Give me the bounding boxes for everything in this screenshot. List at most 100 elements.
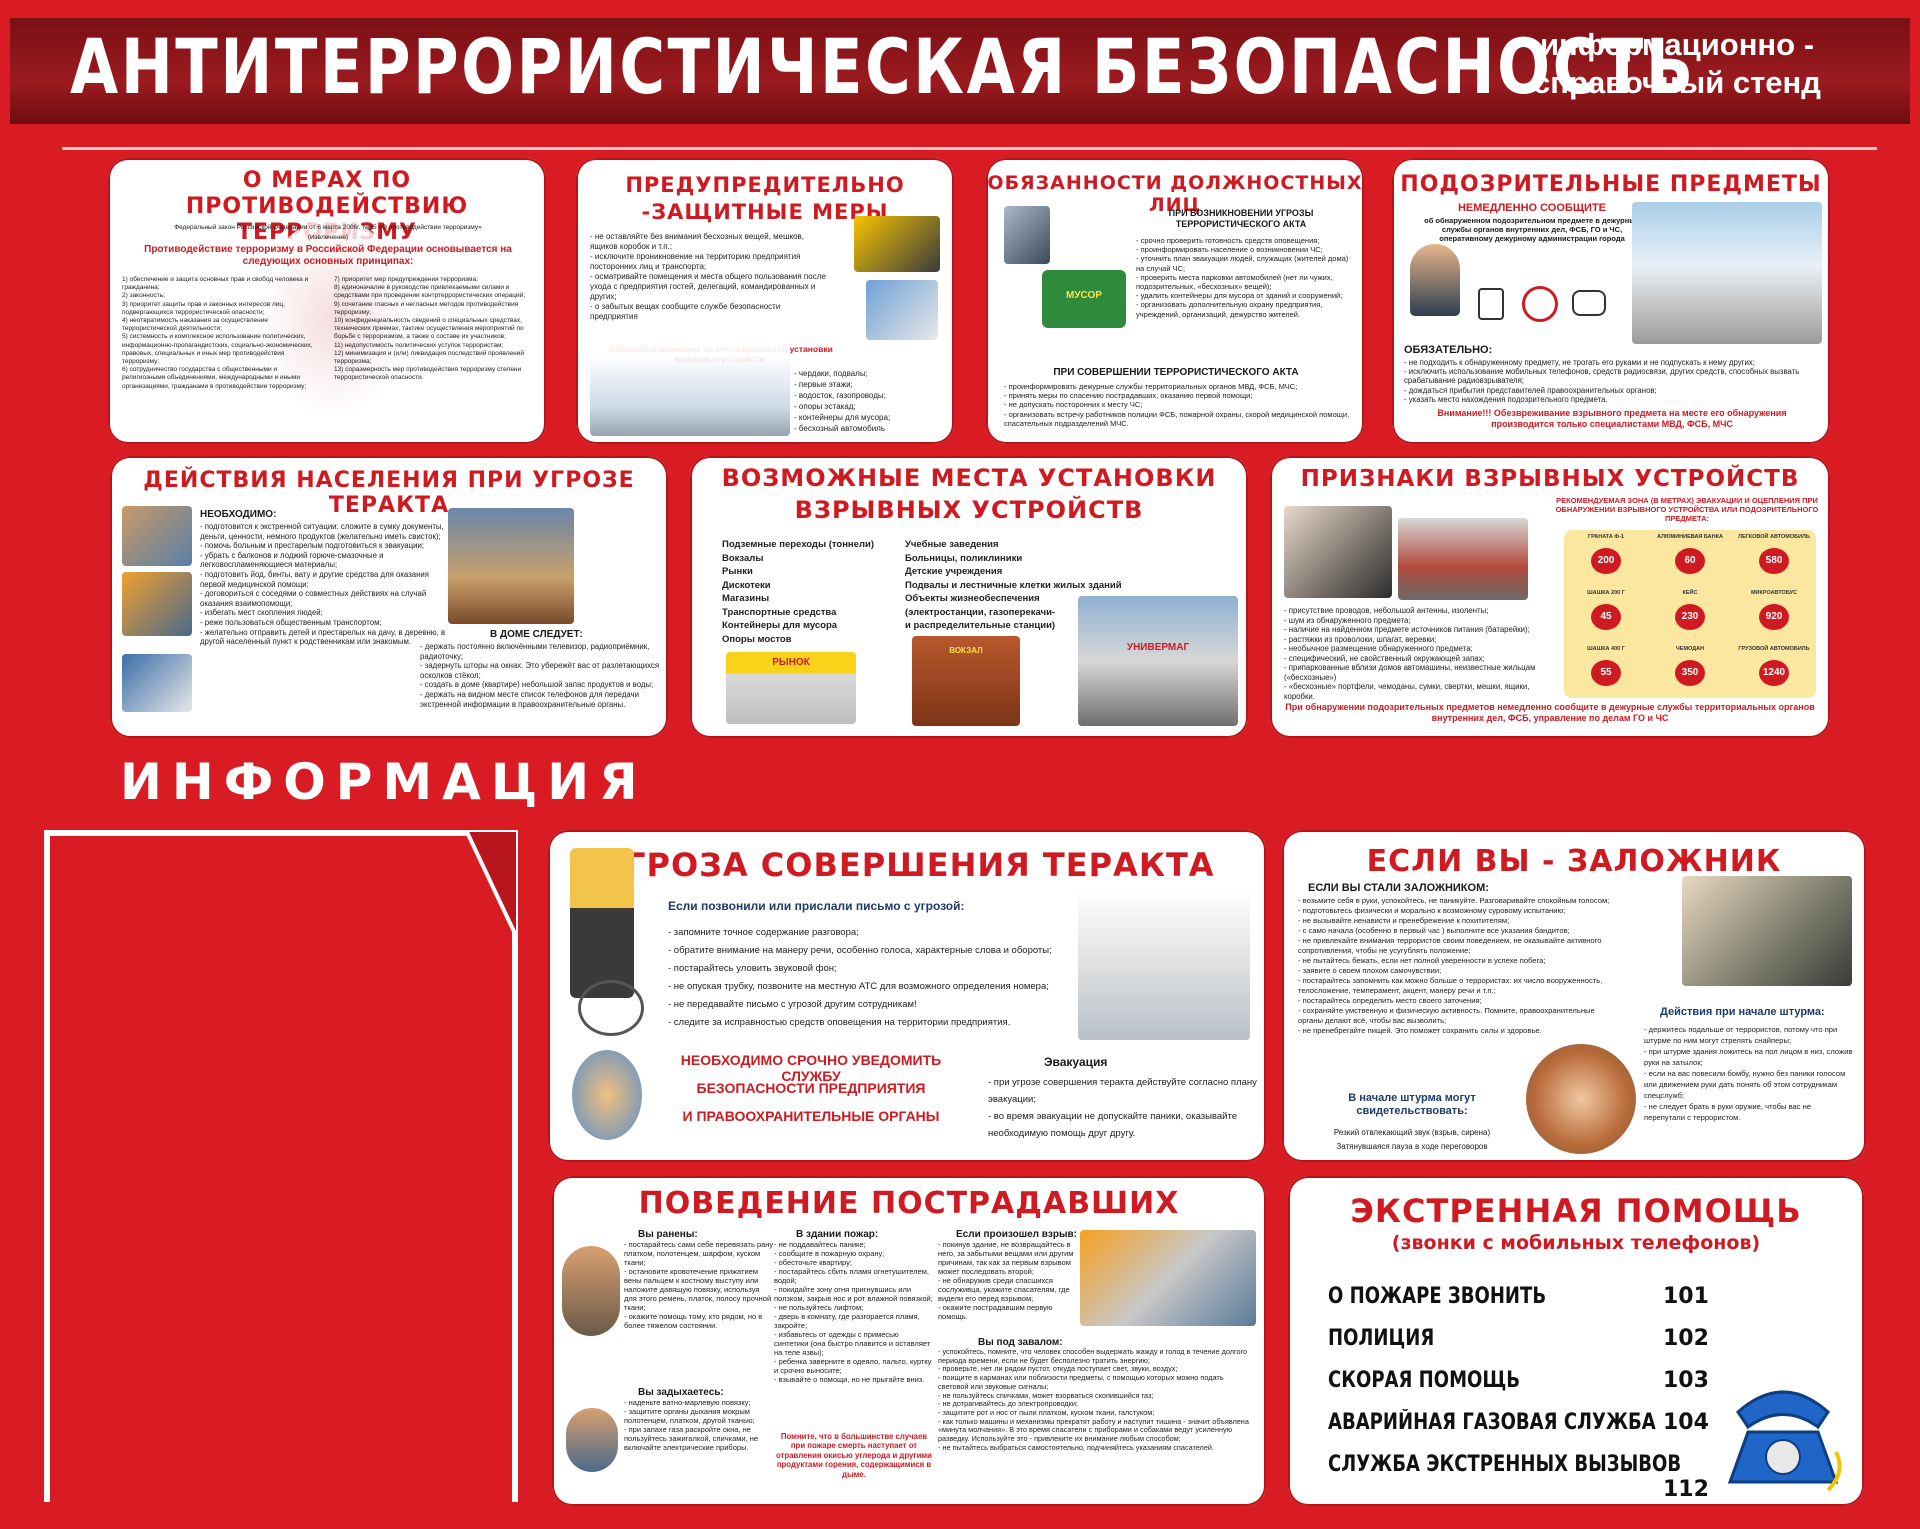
- fire-note: Помните, что в большинстве случаев при п…: [776, 1432, 932, 1479]
- list-item: 4) неотвратимость наказания за осуществл…: [122, 317, 268, 333]
- list-item: - водосток, газопроводы;: [794, 391, 886, 400]
- home-list: - держать постоянно включёнными телевизо…: [420, 642, 660, 709]
- hostages-illustration: [1526, 1044, 1636, 1154]
- market-sign: РЫНОК: [772, 657, 810, 668]
- list-item: 6) сотрудничество государства с обществе…: [122, 366, 307, 390]
- emblem-watermark: [258, 218, 408, 418]
- list-item: - специфический, не свойственный окружаю…: [1284, 653, 1485, 663]
- list-item: - запомните точное содержание разговора;: [668, 927, 859, 938]
- list-item: - избегать мест скопления людей;: [200, 608, 323, 618]
- list-item: Подземные переходы (тоннели): [722, 539, 874, 550]
- panel-emergency: ЭКСТРЕННАЯ ПОМОЩЬ (звонки с мобильных те…: [1288, 1176, 1864, 1506]
- list-item: - исключите проникновение на территорию …: [590, 252, 801, 271]
- emergency-service: СКОРАЯ ПОМОЩЬ: [1328, 1368, 1521, 1393]
- list-item: 8) единоначалие в руководстве привлекаем…: [334, 284, 526, 300]
- zone-value: 60: [1675, 548, 1705, 574]
- list-item: Подвалы и лестничные клетки жилых зданий: [905, 579, 1122, 591]
- zone-value: 45: [1591, 604, 1621, 630]
- list-item: - организовать дополнительную охрану пре…: [1136, 300, 1323, 319]
- list-item: - проинформировать население о возникнов…: [1136, 245, 1323, 255]
- choking-illustration: [566, 1408, 618, 1472]
- panel-title: ПРИЗНАКИ ВЗРЫВНЫХ УСТРОЙСТВ: [1300, 466, 1800, 492]
- store-building: УНИВЕРМАГ: [1078, 596, 1238, 726]
- office-illustration: [1078, 890, 1250, 1040]
- list-item: - не пытайтесь выбраться самостоятельно,…: [938, 1442, 1214, 1452]
- list-item: 13) соразмерность мер противодействия те…: [334, 366, 522, 382]
- emergency-number: 101: [1663, 1284, 1709, 1309]
- list-item: - задернуть шторы на окнах. Это убережёт…: [420, 661, 660, 680]
- packing-illustration: [122, 572, 192, 636]
- header-banner: [10, 18, 1910, 124]
- list-item: Объекты жизнеобеспечения: [905, 593, 1040, 604]
- list-item: - присутствие проводов, небольшой антенн…: [1284, 606, 1489, 615]
- preventive-list: - не оставляйте без внимания бесхозных в…: [590, 232, 830, 322]
- urgent-line: И ПРАВООХРАНИТЕЛЬНЫЕ ОРГАНЫ: [682, 1108, 940, 1124]
- need-list: - подготовится к экстренной ситуации: сл…: [200, 522, 450, 647]
- law-excerpt: (Извлечение): [307, 234, 349, 241]
- emergency-number: 112: [1663, 1477, 1709, 1502]
- list-item: Вокзалы: [722, 552, 764, 564]
- rubble-list: - успокойтесь, помните, что человек спос…: [938, 1347, 1256, 1452]
- list-item: - желательно отправить детей и престарел…: [200, 627, 446, 647]
- caller-illustration: [1410, 244, 1460, 316]
- list-item: - не вызывайте ненависти и пренебрежение…: [1298, 916, 1510, 925]
- panel-duties: ОБЯЗАННОСТИ ДОЛЖНОСТНЫХ ЛИЦ ПРИ ВОЗНИКНО…: [986, 158, 1364, 444]
- list-item: - защитите органы дыхания мокрым полотен…: [624, 1407, 755, 1425]
- zone-label: ГРАНАТА Ф-1: [1587, 534, 1625, 540]
- room-illustration: [448, 508, 574, 624]
- panel-title: ЕСЛИ ВЫ - ЗАЛОЖНИК: [1366, 844, 1782, 879]
- list-item: Дискотеки: [722, 579, 771, 591]
- panel-title: ПОВЕДЕНИЕ ПОСТРАДАВШИХ: [638, 1186, 1180, 1221]
- list-item: - дверь в комнату, где разгорается пламя…: [774, 1312, 920, 1330]
- list-item: - держать на видном месте список телефон…: [420, 689, 639, 709]
- list-item: - остановите кровотечение прижатием вены…: [624, 1267, 772, 1312]
- list-item: - наденьте ватно-марлевую повязку;: [624, 1398, 751, 1407]
- list-item: - чердаки, подвалы;: [794, 369, 868, 378]
- zone-value: 230: [1675, 604, 1705, 630]
- emergency-number: 104: [1663, 1410, 1709, 1435]
- emergency-service: О ПОЖАРЕ ЗВОНИТЬ: [1328, 1284, 1547, 1309]
- list-item: - о забытых вещах сообщите службе безопа…: [590, 302, 781, 321]
- list-item: - бесхозный автомобиль: [794, 424, 886, 433]
- zone-value: 1240: [1759, 660, 1789, 686]
- list-item: - не пытайтесь бежать, если нет полной у…: [1298, 956, 1546, 965]
- call-list: - запомните точное содержание разговора;…: [668, 924, 1098, 1032]
- panel-victims: ПОВЕДЕНИЕ ПОСТРАДАВШИХ Вы ранены: - пост…: [552, 1176, 1266, 1506]
- storm-list: - держитесь подальше от террористов, пот…: [1644, 1024, 1854, 1123]
- list-item: 12) минимизация и (или) ликвидация после…: [334, 349, 524, 366]
- list-item: - осматривайте помещения и места общего …: [590, 272, 826, 301]
- document-pocket[interactable]: [44, 830, 518, 1502]
- list-item: - срочно проверить готовность средств оп…: [1136, 236, 1320, 245]
- panel-signs: ПРИЗНАКИ ВЗРЫВНЫХ УСТРОЙСТВ - присутстви…: [1270, 456, 1830, 738]
- list-item: - сообщите в пожарную охрану;: [774, 1249, 885, 1258]
- page-title: АНТИТЕРРОРИСТИЧЕСКАЯ БЕЗОПАСНОСТЬ: [70, 22, 1696, 111]
- guard-illustration: [854, 216, 940, 272]
- panel-title: ПРЕДУПРЕДИТЕЛЬНО -ЗАЩИТНЫЕ МЕРЫ: [625, 173, 905, 224]
- storm-heading: Действия при начале штурма:: [1660, 1006, 1825, 1018]
- list-item: - постарайтесь уловить звуковой фон;: [668, 963, 837, 974]
- zone-label: МИКРОАВТОБУС: [1750, 590, 1798, 596]
- signs-list: - присутствие проводов, небольшой антенн…: [1284, 606, 1554, 701]
- list-item: Рынки: [722, 566, 753, 577]
- call-heading: Если позвонили или прислали письмо с угр…: [668, 899, 965, 913]
- principles-right-list: 7) приоритет мер предупреждения террориз…: [334, 276, 539, 383]
- zone-value: 200: [1591, 548, 1621, 574]
- list-item: - шум из обнаруженного предмета;: [1284, 615, 1411, 625]
- letter-magnifier-illustration: [578, 980, 644, 1036]
- bin-label: МУСОР: [1066, 290, 1102, 301]
- list-item: - не допускать посторонних к месту ЧС;: [1004, 400, 1143, 410]
- threat-heading: ПРИ ВОЗНИКНОВЕНИИ УГРОЗЫ ТЕРРОРИСТИЧЕСКО…: [1168, 208, 1314, 229]
- transport-illustration: [122, 654, 192, 712]
- page-subtitle: информационно - справочный стенд: [1512, 26, 1842, 102]
- list-item: - успокойтесь, помните, что человек спос…: [938, 1347, 1248, 1365]
- panel-title: УГРОЗА СОВЕРШЕНИЯ ТЕРАКТА: [599, 846, 1215, 884]
- principles-heading: Противодействие терроризму в Российской …: [144, 244, 512, 267]
- list-item: - уточнить план эвакуации людей, служащи…: [1136, 254, 1349, 273]
- list-item: - не обнаружив среди спасшихся сослуживц…: [938, 1276, 1070, 1303]
- panel-measures: О МЕРАХ ПО ПРОТИВОДЕЙСТВИЮ ТЕРРОРИЗМУ Фе…: [108, 158, 546, 444]
